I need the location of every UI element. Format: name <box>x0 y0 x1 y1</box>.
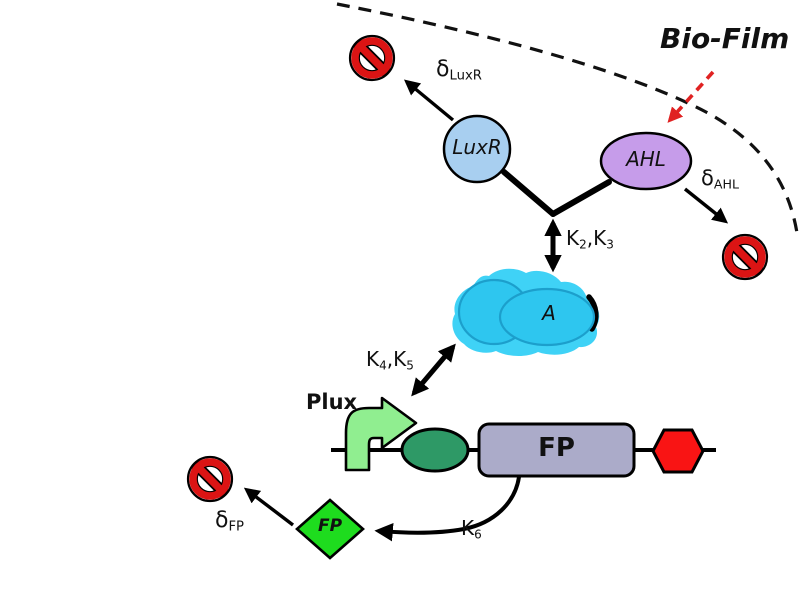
ahl-junction-line <box>550 179 612 217</box>
k6-expression-arrow <box>374 476 521 542</box>
promoter-bent-arrow <box>344 396 418 472</box>
plux-label: Plux <box>306 390 358 414</box>
no-entry-icon-ahl <box>723 235 767 279</box>
delta-ahl-label: δAHL <box>701 166 739 192</box>
delta-fp-sub: FP <box>228 519 245 535</box>
biofilm-induction-arrow <box>667 70 715 123</box>
delta-luxr-label: δLuxR <box>436 57 482 84</box>
complex-a-right-lobe <box>498 287 596 347</box>
delta-fp-label: δFP <box>215 508 245 535</box>
complex-a-label: A <box>542 301 556 325</box>
biofilm-label: Bio-Film <box>660 22 790 55</box>
fp-degradation-arrow <box>243 487 295 527</box>
delta-ahl-base: δ <box>701 166 714 190</box>
k6-label: K6 <box>461 516 482 542</box>
luxr-junction-line <box>501 169 556 217</box>
luxr-node <box>442 114 512 184</box>
ahl-node <box>599 131 693 191</box>
delta-luxr-base: δ <box>436 57 450 82</box>
terminator-hexagon <box>651 428 705 474</box>
k4-k5-binding-arrow <box>411 343 456 397</box>
luxr-degradation-arrow <box>403 79 455 122</box>
ahl-degradation-arrow <box>683 187 729 224</box>
fp-gene-label: FP <box>538 433 575 463</box>
fp-protein-label: FP <box>317 516 343 536</box>
fp-gene-box <box>477 422 636 478</box>
operator-site <box>400 427 470 473</box>
delta-ahl-sub: AHL <box>713 176 739 192</box>
delta-fp-base: δ <box>215 508 229 533</box>
no-entry-icon-luxr <box>350 36 394 80</box>
delta-luxr-sub: LuxR <box>449 68 482 84</box>
no-entry-icon-fp <box>188 457 232 501</box>
fp-protein-diamond <box>295 498 365 560</box>
ahl-node-label: AHL <box>626 147 666 171</box>
k4-k5-label: K4,K5 <box>366 347 414 373</box>
luxr-node-label: LuxR <box>452 135 502 159</box>
k2-k3-label: K2,K3 <box>566 226 614 252</box>
complex-a-shadow-arc <box>586 294 599 332</box>
